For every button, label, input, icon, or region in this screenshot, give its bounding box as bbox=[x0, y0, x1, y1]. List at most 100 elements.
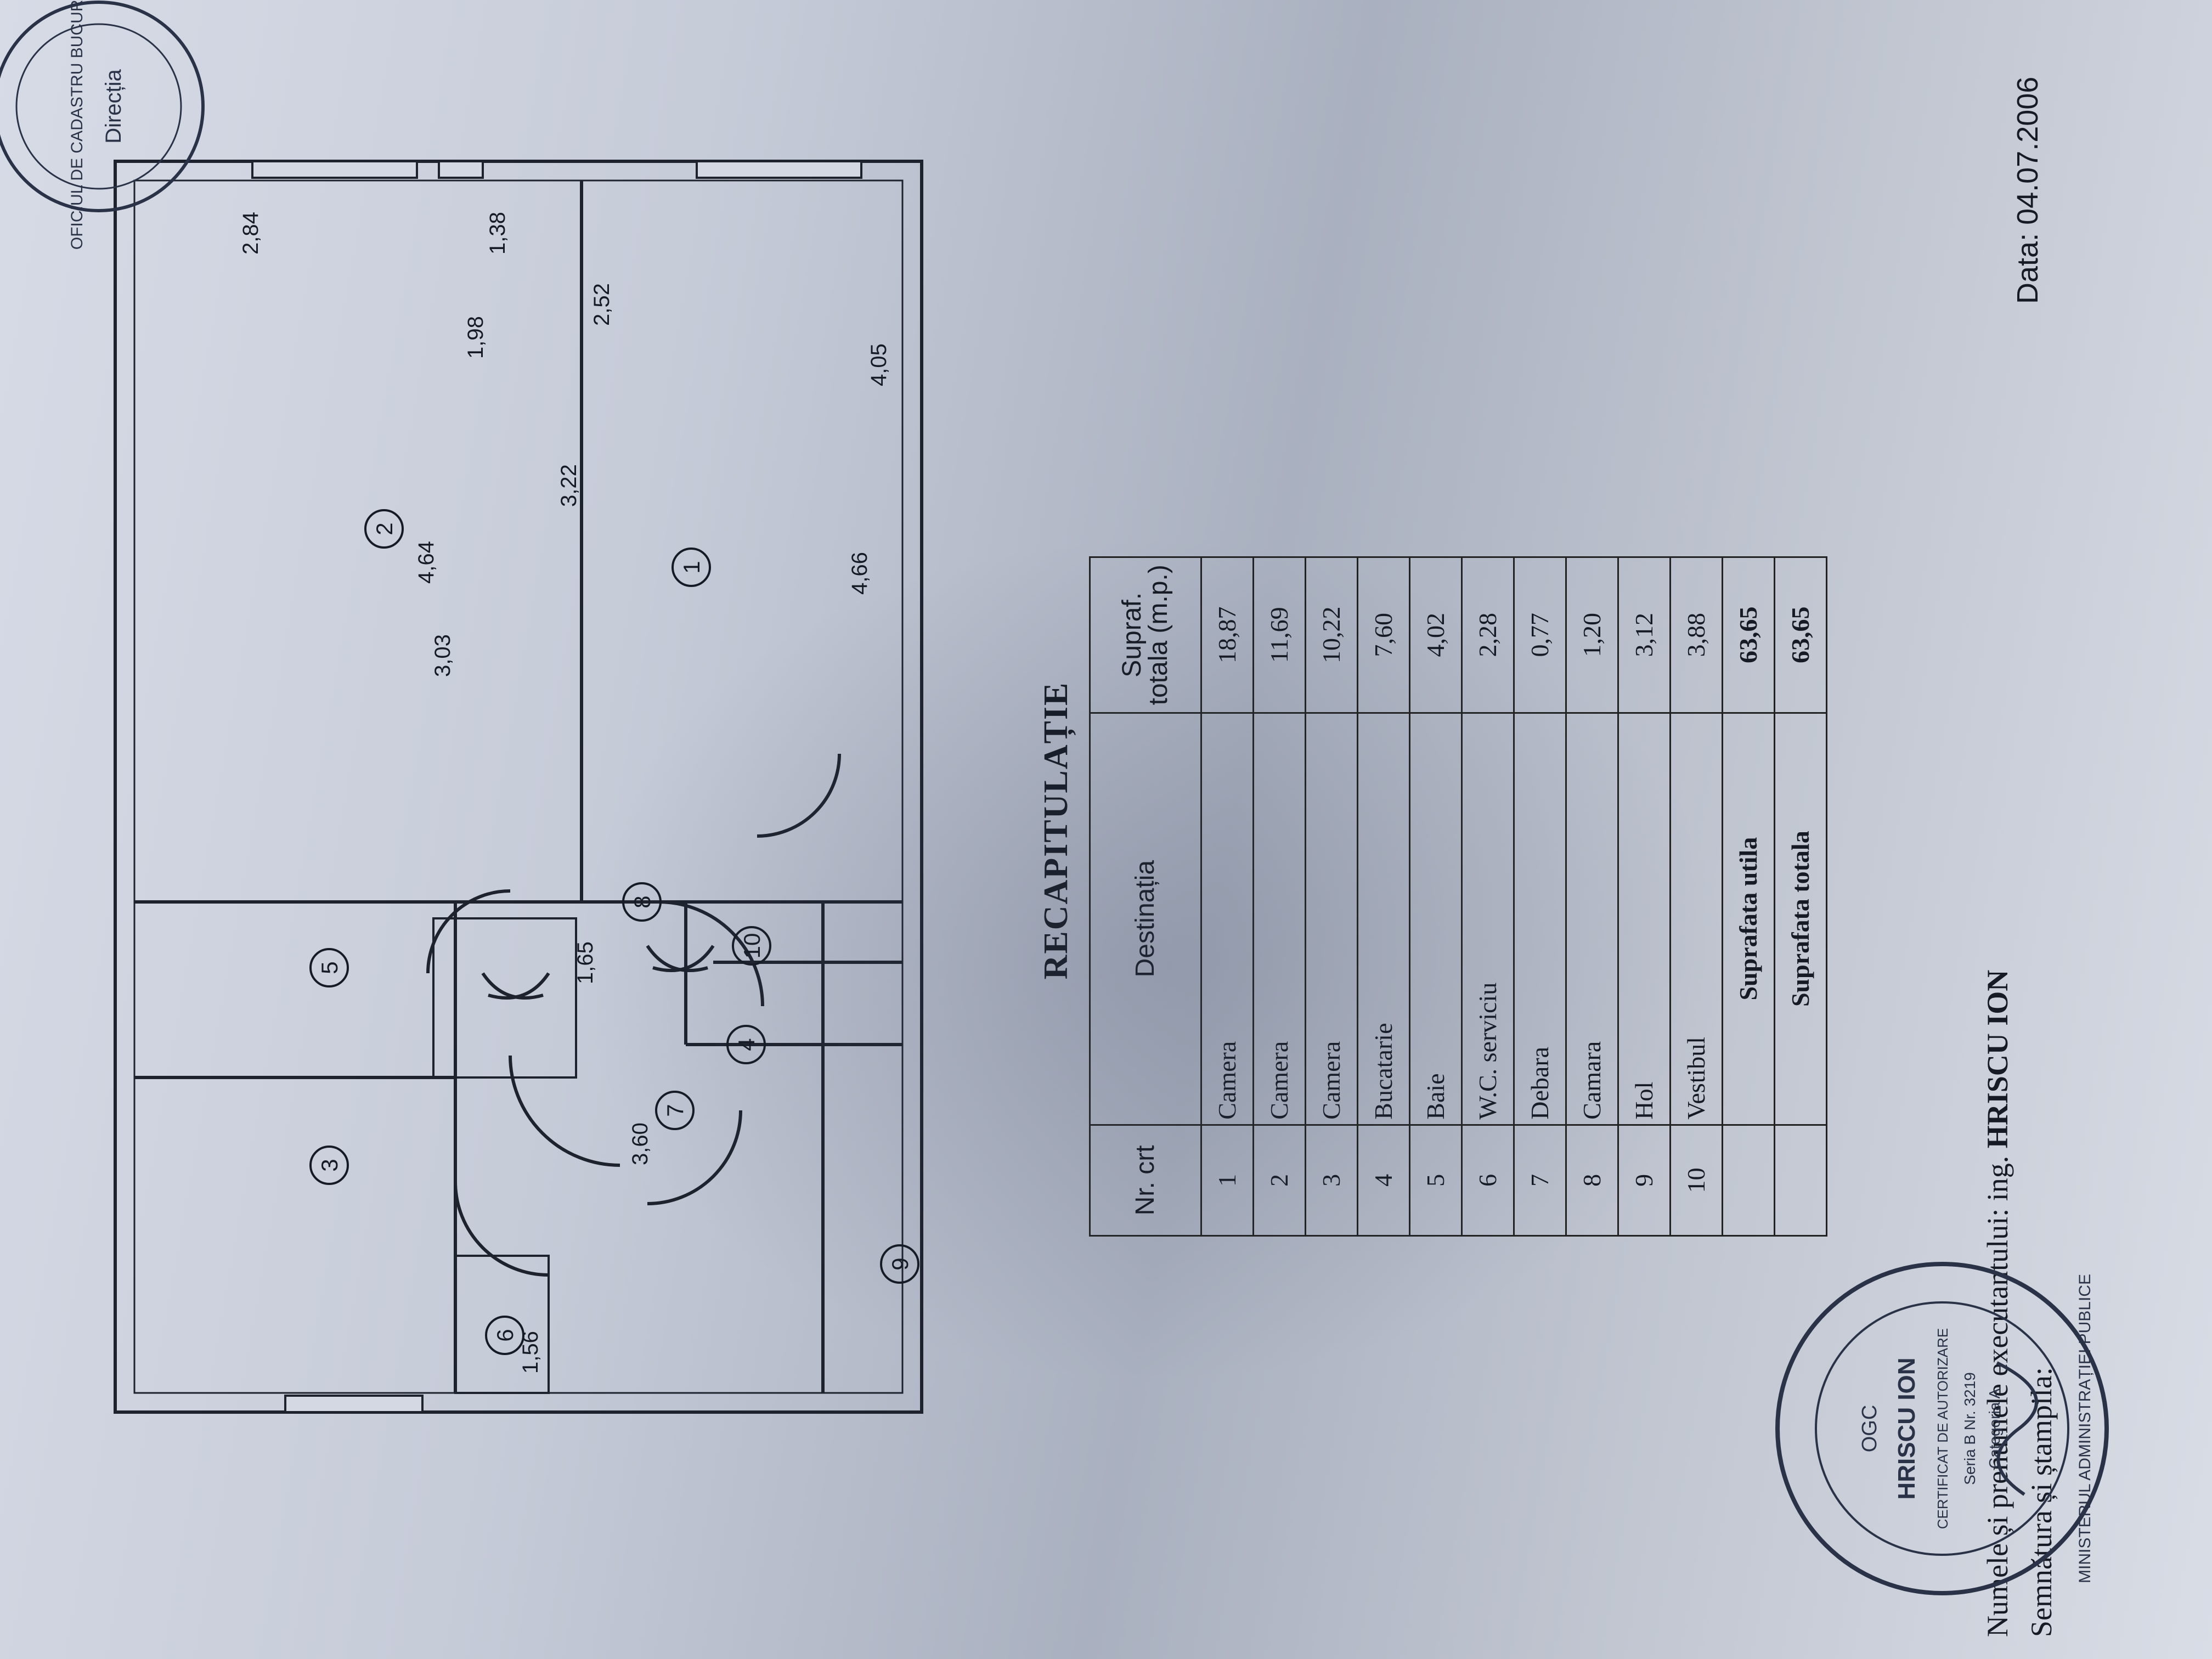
row-val: 0,77 bbox=[1514, 557, 1566, 713]
svg-text:1: 1 bbox=[679, 561, 704, 573]
header-nr: Nr. crt bbox=[1090, 1125, 1201, 1236]
row-val: 10,22 bbox=[1305, 557, 1358, 713]
dim-4-64: 4,64 bbox=[414, 541, 438, 584]
door-arc-1 bbox=[658, 900, 764, 1007]
svg-text:6: 6 bbox=[492, 1329, 518, 1341]
dim-1-98: 1,98 bbox=[464, 316, 488, 359]
total-val: 63,65 bbox=[1722, 557, 1775, 713]
svg-text:9: 9 bbox=[887, 1257, 913, 1270]
door-arc-7b bbox=[488, 972, 550, 1000]
row-val: 1,20 bbox=[1566, 557, 1618, 713]
ministry-stamp: OGC HRISCU ION CERTIFICAT DE AUTORIZARE … bbox=[1775, 1262, 2109, 1595]
header-supraf: Supraf. totala (m.p.) bbox=[1090, 557, 1201, 713]
total-label: Suprafata totala bbox=[1774, 713, 1827, 1125]
window-room3 bbox=[251, 160, 418, 179]
header-supraf-line1: Supraf. bbox=[1118, 592, 1147, 678]
door-arc-8a bbox=[646, 945, 708, 972]
row-dest: Camara bbox=[1566, 713, 1618, 1125]
svg-text:3: 3 bbox=[317, 1159, 342, 1171]
ministry-stamp-series: Seria B Nr. 3219 bbox=[1961, 1372, 1978, 1485]
header-supraf-line2: totala (m.p.) bbox=[1144, 565, 1173, 706]
row-nr: 1 bbox=[1201, 1125, 1254, 1236]
total-nr-empty bbox=[1774, 1125, 1827, 1236]
window-room1 bbox=[696, 160, 862, 179]
dim-1-56: 1,56 bbox=[518, 1331, 543, 1374]
recap-table: Nr. crt Destinația Supraf. totala (m.p.)… bbox=[1089, 556, 1827, 1237]
room-label-4: 4 bbox=[726, 1025, 766, 1064]
row-nr: 9 bbox=[1618, 1125, 1671, 1236]
row-nr: 3 bbox=[1305, 1125, 1358, 1236]
ministry-stamp-ogc: OGC bbox=[1858, 1405, 1881, 1453]
window-room3-side bbox=[284, 1395, 424, 1413]
dim-2-84: 2,84 bbox=[239, 212, 263, 255]
svg-text:7: 7 bbox=[662, 1104, 688, 1116]
row-dest: Camera bbox=[1253, 713, 1306, 1125]
row-val: 4,02 bbox=[1409, 557, 1462, 713]
room-label-1: 1 bbox=[672, 548, 711, 587]
room-label-8: 8 bbox=[622, 882, 662, 922]
row-val: 3,12 bbox=[1618, 557, 1671, 713]
door-arc-8b bbox=[652, 945, 715, 972]
door-arc-10 bbox=[647, 1110, 742, 1205]
total-val: 63,65 bbox=[1774, 557, 1827, 713]
ministry-stamp-ring: MINISTERUL ADMINISTRAȚIEI PUBLICE bbox=[2076, 1274, 2094, 1583]
dim-1-38: 1,38 bbox=[486, 212, 510, 255]
header-dest: Destinația bbox=[1090, 713, 1201, 1125]
row-val: 3,88 bbox=[1670, 557, 1723, 713]
dim-4-05: 4,05 bbox=[867, 343, 891, 386]
room-label-6: 6 bbox=[485, 1316, 524, 1355]
door-arc-2 bbox=[426, 889, 511, 974]
dim-3-22: 3,22 bbox=[557, 464, 581, 507]
row-dest: Baie bbox=[1409, 713, 1462, 1125]
svg-text:8: 8 bbox=[629, 895, 655, 908]
outer-wall bbox=[114, 160, 923, 1414]
row-val: 11,69 bbox=[1253, 557, 1306, 713]
agency-stamp-dept: Direcția bbox=[101, 69, 126, 143]
executant-name: HRISCU ION bbox=[1981, 969, 2014, 1149]
row-nr: 2 bbox=[1253, 1125, 1306, 1236]
row-nr: 8 bbox=[1566, 1125, 1618, 1236]
total-nr-empty bbox=[1722, 1125, 1775, 1236]
svg-text:4: 4 bbox=[733, 1038, 759, 1051]
row-dest: Debara bbox=[1514, 713, 1566, 1125]
door-arc-4 bbox=[757, 753, 841, 838]
door-arc-7a bbox=[481, 972, 544, 1000]
recap-title: RECAPITULAȚIE bbox=[1037, 681, 1075, 980]
floor-plan: 1 2 3 4 5 6 7 8 9 10 4,05 4,66 1,98 3,22… bbox=[0, 0, 923, 1414]
room-label-7: 7 bbox=[655, 1091, 695, 1130]
row-dest: Camera bbox=[1201, 713, 1254, 1125]
row-val: 2,28 bbox=[1462, 557, 1514, 713]
room-label-3: 3 bbox=[309, 1146, 349, 1185]
row-nr: 7 bbox=[1514, 1125, 1566, 1236]
dim-4-66: 4,66 bbox=[848, 552, 872, 595]
signature-scribble bbox=[1996, 1361, 2038, 1496]
window-room5 bbox=[438, 160, 484, 179]
table-header-row: Nr. crt Destinația Supraf. totala (m.p.) bbox=[1090, 557, 1201, 1236]
row-dest: Camera bbox=[1305, 713, 1358, 1125]
agency-stamp-office: OFICIUL DE CADASTRU BUCUREȘTI bbox=[68, 0, 86, 250]
inner-wall-line bbox=[133, 179, 904, 1394]
row-dest: Vestibul bbox=[1670, 713, 1723, 1125]
dim-3-03: 3,03 bbox=[431, 634, 455, 677]
ministry-stamp-name: HRISCU ION bbox=[1893, 1357, 1920, 1499]
dim-3-60: 3,60 bbox=[628, 1122, 652, 1165]
room-label-2: 2 bbox=[364, 509, 404, 549]
room-label-9: 9 bbox=[880, 1244, 919, 1284]
room-label-10: 10 bbox=[732, 926, 771, 966]
row-val: 7,60 bbox=[1357, 557, 1410, 713]
svg-text:10: 10 bbox=[739, 933, 765, 959]
row-val: 18,87 bbox=[1201, 557, 1254, 713]
